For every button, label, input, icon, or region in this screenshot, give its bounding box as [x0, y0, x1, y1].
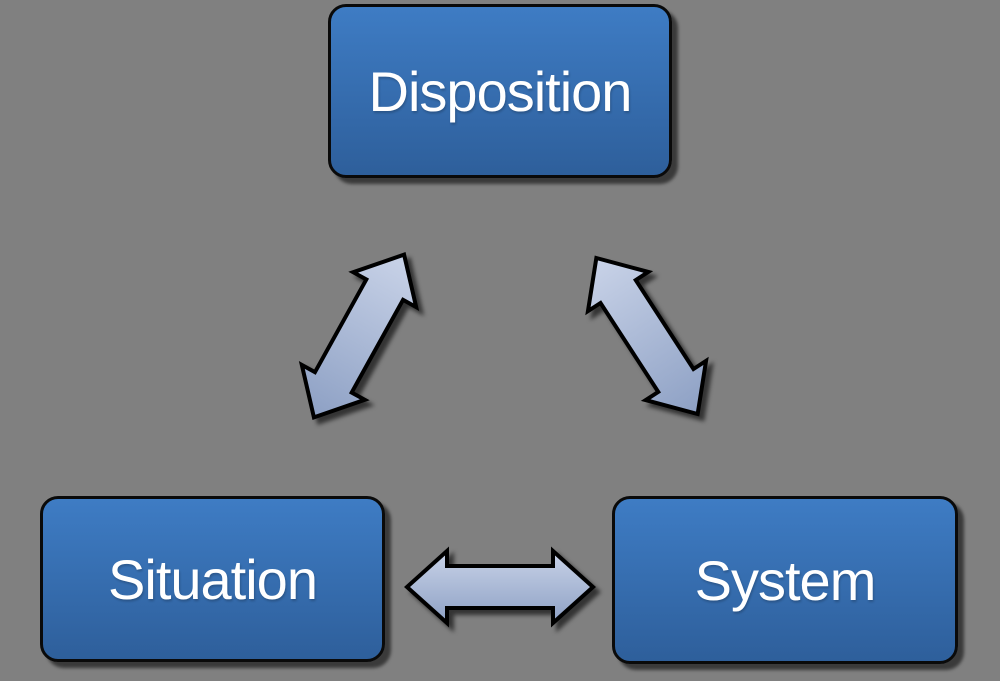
node-disposition: Disposition: [328, 4, 672, 178]
node-system: System: [612, 496, 958, 664]
double-arrow-shape: [298, 252, 420, 420]
double-arrow-shape: [585, 255, 709, 417]
node-situation: Situation: [40, 496, 385, 662]
node-situation-label: Situation: [108, 547, 318, 611]
node-system-label: System: [694, 548, 877, 612]
double-arrow-disposition-system-icon: [585, 255, 709, 417]
double-arrow-situation-system-icon: [404, 546, 596, 628]
double-arrow-shape: [404, 546, 596, 628]
node-disposition-label: Disposition: [368, 59, 633, 123]
double-arrow-disposition-situation-icon: [298, 252, 420, 420]
